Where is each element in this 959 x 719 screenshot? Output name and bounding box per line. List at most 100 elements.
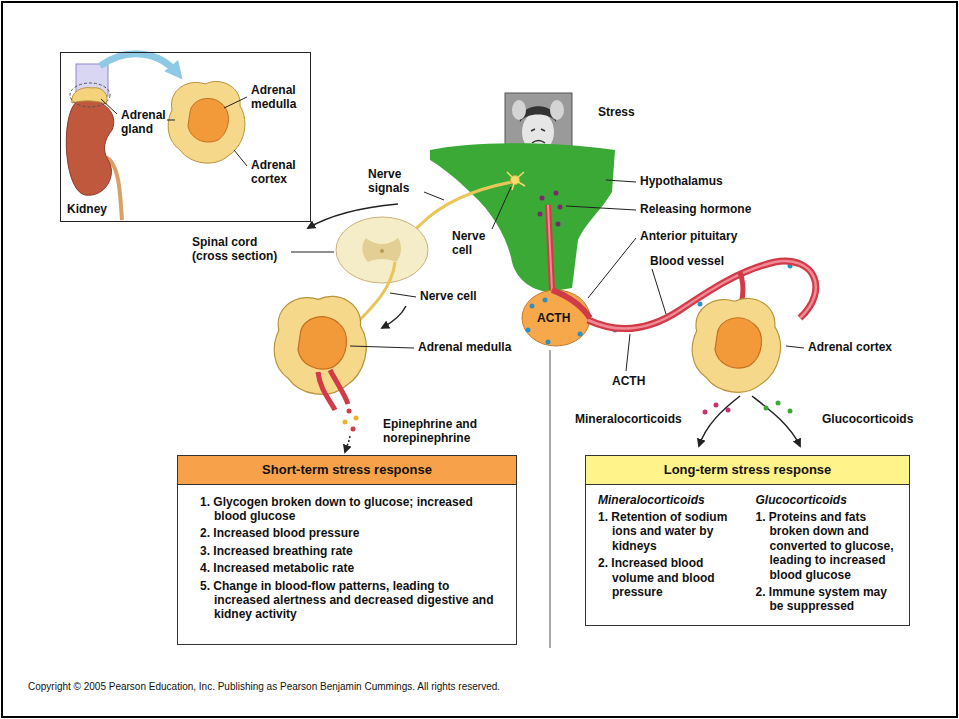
release-arrow [752, 396, 800, 446]
box-heading: Short-term stress response [178, 456, 516, 485]
inset-box: Adrenal gland Adrenal medullaAdrenal cort… [60, 52, 311, 222]
column-heading: Glucocorticoids [756, 493, 900, 507]
part-label: Anterior pituitary [640, 230, 737, 244]
text-column: Glucocorticoids 1. Proteins and fats brok… [756, 493, 900, 617]
gray-matter [362, 238, 401, 262]
hormone-dot [546, 340, 551, 345]
adrenal-cortex [168, 81, 245, 163]
leader-line [390, 293, 416, 297]
box-body: Mineralocorticoids 1. Retention of sodium… [586, 485, 909, 625]
adrenal-medulla [715, 318, 761, 368]
hypothalamus [430, 143, 615, 292]
leader-line [606, 180, 636, 182]
leader-line [350, 346, 414, 348]
part-label: Kidney [67, 203, 107, 217]
leader-line [588, 238, 636, 298]
releasing-hormone-dots [538, 191, 563, 227]
zoom-arrow [100, 54, 178, 74]
hormone-dot [543, 298, 548, 303]
leader-line [492, 187, 511, 229]
spinal-cord [336, 217, 428, 283]
adrenal-gland [692, 298, 780, 392]
divider-line [550, 350, 551, 648]
list-item: 2. Increased blood volume and blood pres… [598, 556, 742, 599]
list-item: 1. Glycogen broken down to glucose; incr… [200, 495, 502, 524]
leader-line [167, 120, 175, 121]
leader-line [224, 97, 247, 108]
hormone-dot [726, 408, 731, 413]
part-label: Adrenal medulla [251, 84, 307, 112]
hormone-dot [703, 410, 708, 415]
leader-line [566, 206, 636, 210]
hormone-dot [530, 304, 535, 309]
release-arrow [345, 436, 350, 452]
hormone-dot [714, 403, 719, 408]
leader-line [101, 99, 117, 114]
leader-line [626, 334, 630, 371]
hormone-dot [698, 302, 703, 307]
part-label: Adrenal cortex [808, 341, 892, 355]
hormone-label: Mineralocorticoids [575, 413, 682, 427]
list-item: 5. Change in blood-flow patterns, leadin… [200, 579, 502, 622]
hormone-dot [776, 401, 781, 406]
list-item: 1. Proteins and fats broken down and con… [756, 510, 900, 582]
part-label: Releasing hormone [640, 203, 751, 217]
list-item: 3. Increased breathing rate [200, 544, 502, 558]
leader-line [424, 192, 444, 200]
hand [550, 100, 564, 120]
dashed-outline [70, 83, 110, 107]
adrenal-cortex [692, 298, 780, 392]
hormone-dot [354, 416, 359, 421]
list-item: 2. Immune system may be suppressed [756, 585, 900, 614]
signal-arrow [382, 306, 406, 328]
leader-line [291, 252, 334, 253]
hormone-dot [540, 196, 545, 201]
stimulus-label: Stress [598, 106, 635, 120]
hormone-dot [526, 328, 531, 333]
hormone-dot [351, 427, 356, 432]
hormone-dot [556, 222, 561, 227]
blood-vessel [548, 205, 552, 290]
leader-line [652, 269, 666, 314]
copyright-notice: Copyright © 2005 Pearson Education, Inc.… [28, 681, 500, 693]
box-heading: Long-term stress response [586, 456, 909, 485]
list-item: 1. Retention of sodium ions and water by… [598, 510, 742, 553]
hormone-dot [538, 212, 543, 217]
part-label: Nerve signals [368, 168, 423, 196]
blood-vessel [548, 205, 552, 290]
box-body: 1. Glycogen broken down to glucose; incr… [178, 485, 516, 633]
adrenal-medulla [298, 317, 346, 369]
text-column: Mineralocorticoids 1. Retention of sodium… [598, 493, 742, 617]
part-label: Adrenal medulla [418, 341, 511, 355]
kidney [66, 99, 114, 195]
part-label: Nerve cell [452, 230, 494, 258]
part-label: Spinal cord (cross section) [192, 236, 288, 264]
response-box: Short-term stress response 1. Glycogen br… [177, 455, 517, 645]
part-label: Adrenal cortex [251, 159, 307, 187]
part-label: Nerve cell [420, 290, 477, 304]
hormone-dot [578, 332, 583, 337]
column-heading: Mineralocorticoids [598, 493, 742, 507]
part-label: Hypothalamus [640, 175, 723, 189]
response-box: Long-term stress responseMineralocortico… [585, 455, 910, 626]
part-label: Blood vessel [650, 255, 724, 269]
hormone-dot [347, 409, 352, 414]
release-arrow [699, 396, 740, 446]
hormone-dot [764, 406, 769, 411]
corticoid-dots [703, 401, 793, 415]
list-item: 4. Increased metabolic rate [200, 561, 502, 575]
leader-line [786, 346, 804, 348]
adrenal-medulla [188, 98, 228, 142]
hormone-label: ACTH [537, 312, 570, 326]
epinephrine-dots [343, 409, 359, 432]
hormone-dot [558, 205, 563, 210]
hormone-dot [554, 191, 559, 196]
small-adrenal-gland [72, 88, 107, 104]
part-label: Adrenal gland [121, 109, 173, 137]
hormone-label: ACTH [612, 375, 645, 389]
hormone-label: Glucocorticoids [822, 413, 913, 427]
hormone-label: Epinephrine and norepinephrine [383, 418, 495, 446]
hormone-dot [343, 420, 348, 425]
